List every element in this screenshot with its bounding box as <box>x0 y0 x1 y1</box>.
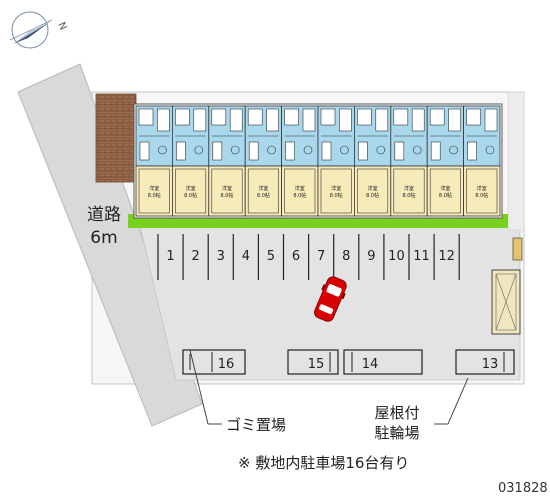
unit-room-size: 8.0帖 <box>293 192 306 199</box>
parking-space-16-box <box>182 349 246 375</box>
parking-note: ※ 敷地内駐車場16台有り <box>238 454 409 472</box>
unit-room-label: 洋室 <box>258 185 268 192</box>
compass-north-label: N <box>55 21 68 32</box>
apartment-unit: 洋室8.0帖 <box>317 105 355 217</box>
parking-space-3: 3 <box>217 249 225 264</box>
utility-box <box>512 237 523 261</box>
parking-slots-bottom: 16 15 14 13 <box>182 349 515 375</box>
parking-space-4: 4 <box>242 249 250 264</box>
unit-room-label: 洋室 <box>149 185 159 192</box>
parking-space-13-box <box>455 349 515 375</box>
brick-wall <box>95 93 137 183</box>
parking-space-6: 6 <box>292 249 300 264</box>
parking-space-11: 11 <box>413 249 430 264</box>
side-strip <box>507 91 525 231</box>
unit-room-size: 8.0帖 <box>439 192 452 199</box>
parking-space-12: 12 <box>438 249 455 264</box>
unit-room-label: 洋室 <box>368 185 378 192</box>
apartment-unit: 洋室8.0帖 <box>281 105 319 217</box>
car-icon <box>314 276 347 322</box>
unit-room-label: 洋室 <box>186 185 196 192</box>
unit-room-size: 8.0帖 <box>257 192 270 199</box>
parking-space-5: 5 <box>267 249 275 264</box>
apartment-unit: 洋室8.0帖 <box>171 105 210 217</box>
road <box>17 63 203 427</box>
unit-room-size: 8.0帖 <box>330 192 343 199</box>
parking-space-14-box <box>343 349 423 375</box>
bike-shed-label-line1: 屋根付 <box>374 404 419 422</box>
property-code: 031828 <box>498 481 548 496</box>
unit-room-label: 洋室 <box>295 185 305 192</box>
parking-space-8: 8 <box>342 249 350 264</box>
apartment-unit: 洋室8.0帖 <box>353 105 392 217</box>
parking-space-9: 9 <box>367 249 375 264</box>
parking-space-7: 7 <box>317 249 325 264</box>
apartment-building: 洋室8.0帖洋室8.0帖洋室8.0帖洋室8.0帖洋室8.0帖洋室8.0帖洋室8.… <box>128 103 508 228</box>
apartment-unit: 洋室8.0帖 <box>244 105 282 217</box>
apartment-unit: 洋室8.0帖 <box>426 105 465 217</box>
unit-room-size: 8.0帖 <box>403 192 416 199</box>
apartment-unit: 洋室8.0帖 <box>208 105 246 217</box>
unit-room-label: 洋室 <box>331 185 341 192</box>
unit-room-size: 8.0帖 <box>221 192 234 199</box>
bike-shed-label-line2: 駐輪場 <box>374 424 419 442</box>
bicycle-shed <box>491 269 521 335</box>
unit-room-label: 洋室 <box>477 185 487 192</box>
road-label: 道路 <box>87 205 121 225</box>
parking-space-16-label: 16 <box>218 357 235 372</box>
unit-room-size: 8.0帖 <box>366 192 379 199</box>
parking-space-14-label: 14 <box>362 357 379 372</box>
apartment-unit: 洋室8.0帖 <box>135 105 173 217</box>
road-width-label: 6m <box>90 228 117 248</box>
compass-icon: N <box>9 11 68 49</box>
unit-room-label: 洋室 <box>222 185 232 192</box>
parking-space-10: 10 <box>388 249 405 264</box>
unit-room-size: 8.0帖 <box>148 192 161 199</box>
apartment-unit: 洋室8.0帖 <box>463 105 501 217</box>
parking-space-15-box <box>287 349 339 375</box>
unit-room-label: 洋室 <box>440 185 450 192</box>
unit-room-size: 8.0帖 <box>475 192 488 199</box>
unit-room-label: 洋室 <box>404 185 414 192</box>
unit-room-size: 8.0帖 <box>184 192 197 199</box>
garbage-callout-line <box>189 349 209 425</box>
garbage-area-label: ゴミ置場 <box>226 416 286 434</box>
parking-space-2: 2 <box>192 249 200 264</box>
parking-space-15-label: 15 <box>308 357 325 372</box>
bike-shed-callout-line <box>447 377 469 425</box>
parking-space-1: 1 <box>166 249 174 264</box>
parking-space-13-label: 13 <box>482 357 499 372</box>
apartment-unit: 洋室8.0帖 <box>390 105 428 217</box>
